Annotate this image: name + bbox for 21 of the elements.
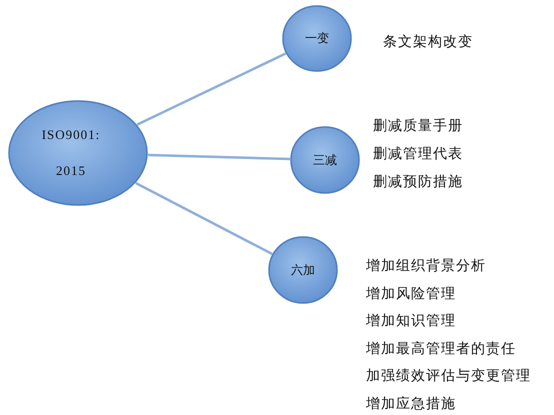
node-label: 六加 (291, 262, 315, 278)
node-label: 三减 (313, 152, 337, 168)
description-text: 删减质量手册 (373, 117, 463, 135)
description-text: 增加最高管理者的责任 (366, 340, 516, 358)
description-text: 删减管理代表 (373, 145, 463, 163)
node-label: 一变 (305, 30, 329, 47)
connector-line (135, 182, 273, 256)
ellipse-node (268, 236, 338, 304)
ellipse-node (282, 5, 352, 72)
description-text: 增加组织背景分析 (366, 257, 486, 275)
connector-line (148, 154, 290, 160)
description-text: 条文架构改变 (383, 33, 473, 51)
ellipse-node (8, 100, 148, 206)
description-text: 删减预防措施 (373, 173, 463, 191)
description-text: 增加应急措施 (366, 395, 456, 413)
node-label: ISO9001: 2015 (40, 126, 102, 180)
description-text: 增加知识管理 (366, 312, 456, 330)
description-text: 增加风险管理 (366, 284, 456, 303)
ellipse-node (290, 126, 360, 194)
connector-line (136, 52, 286, 126)
description-text: 加强绩效评估与变更管理 (366, 367, 531, 386)
